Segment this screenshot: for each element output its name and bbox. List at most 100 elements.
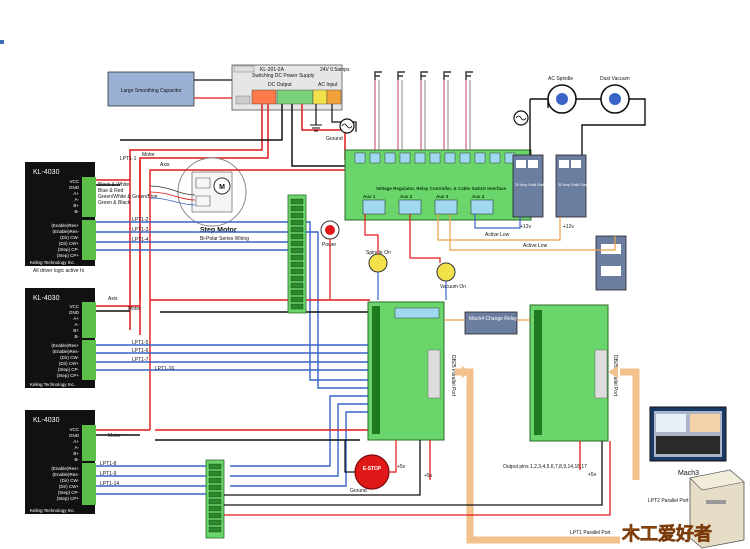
relay-terminal [444,152,456,164]
ac-spindle-label: AC Spindle [548,76,573,82]
driver-footer: Keling Technology Inc. [30,260,75,265]
limit-switch-icon [374,71,382,80]
strip-terminal [208,470,222,477]
plus12-label-2: +12v [563,224,574,230]
driver-pin-label: B- [75,209,80,214]
driver-pin-label: B+ [73,203,79,208]
aux4-label: Aux 4 [472,194,485,199]
strip-terminal [290,254,304,261]
vacuum-light [436,262,456,282]
driver-pin-label: (Dir) CW- [60,355,79,360]
motor-letter: M [219,184,225,191]
driver-pin-label: GND [69,185,80,190]
limit-switch-icon [420,71,428,80]
relay-terminal [369,152,381,164]
driver-1-model: KL-4030 [33,169,60,176]
power-label: Power [322,242,337,248]
output-pins-label: Output pins 1,2,3,4,5,6,7,8,9,14,16,17 [503,464,587,470]
driver-pin-label: B- [75,457,80,462]
ground-label: Ground [326,136,343,142]
axis-label-1: Axis [160,162,170,168]
limit-switch-icon [465,71,473,80]
driver-pin-label: (Enable)Res- [52,472,79,477]
strip-terminal [290,303,304,310]
lpt-pin-label: LPT1-7 [132,357,149,363]
strip-terminal [290,247,304,254]
driver-pin-label: (Step) CP- [58,247,80,252]
lpt2-port-label: LPT2 Parallel Port [648,498,689,504]
plus5-board1: +5v [424,473,433,479]
driver-pin-label: (Dir) CW+ [59,241,79,246]
relay-terminal [399,152,411,164]
driver-pin-label: (Enable)Res- [52,349,79,354]
driver-pin-label: GND [69,433,80,438]
driver-pin-label: B+ [73,451,79,456]
dc-output-label: DC Output [268,82,292,88]
lpt-pin-label: LPT1-6 [132,348,149,354]
strip-terminal [290,268,304,275]
lpt-pin-label: LPT1-9 [100,471,117,477]
driver-pin-label: (Enable)Res+ [51,343,79,348]
lpt-pin-label: LPT1-5 [132,340,149,346]
motor-label-3: Motor [108,433,121,439]
limit-switch-icon [397,71,405,80]
motor-label-1: Motor [142,152,155,158]
ssr-label-2: 30 Amp Solid State Relay [558,183,599,187]
strip-terminal [208,498,222,505]
limit-switch-icon [443,71,451,80]
strip-terminal [290,261,304,268]
lpt1-port-label: LPT1 Parallel Port [570,530,611,536]
strip-terminal [290,275,304,282]
relay-board-label: Voltage Regulator, Relay Controller, & C… [376,186,506,191]
mach3-label: Mach3 [678,470,699,477]
driver-pin-label: A- [75,322,80,327]
strip-terminal [208,484,222,491]
estop-button[interactable] [354,454,390,490]
driver-pin-label: VCC [69,179,79,184]
mach-change-label: Mach4 Change Relay [469,316,518,322]
driver-pin-label: (Step) CP+ [57,253,80,258]
relay-terminal [474,152,486,164]
driver-2: KL-4030 [25,288,96,388]
driver-pin-label: A+ [73,316,79,321]
driver-pin-label: (Enable)Res+ [51,466,79,471]
mach-change-relay [464,311,518,335]
lpt-pin-label: LPT1-4 [132,237,149,243]
driver-pin-label: B+ [73,328,79,333]
relay-terminal [414,152,426,164]
corner-marker [0,40,4,44]
driver-3-model: KL-4030 [33,417,60,424]
plus5-estop: +5v [397,464,406,470]
capacitor-label: Large Smoothing Capacitor [121,88,182,94]
strip-terminal [208,463,222,470]
aux1-label: Aux 1 [363,194,376,199]
driver-pin-label: A- [75,197,80,202]
driver-pin-label: (Enable)Res- [52,229,79,234]
ground-bus-label: Ground [350,488,367,494]
driver-pin-label: VCC [69,304,79,309]
step-motor-label: Step Motor [200,227,237,234]
strip-terminal [208,519,222,526]
driver-footer: Keling Technology Inc. [30,508,75,513]
vacuum-light-label: Vacuum On [440,284,466,290]
lpt-pin-label: LPT1-2 [132,217,149,223]
wire-label-3: Green/White & Green/Blue [98,194,158,200]
active-low-2: Active Low [523,243,548,249]
motor-label-2: Motor [128,306,141,312]
driver-pin-label: A- [75,445,80,450]
driver-pin-label: (Dir) CW- [60,235,79,240]
active-low-1: Active Low [485,232,510,238]
driver-pin-label: (Dir) CW- [60,478,79,483]
dust-vacuum-label: Dust Vacuum [600,76,630,82]
relay-terminal [429,152,441,164]
driver-pin-label: (Step) CP- [58,367,80,372]
plus5-board2: +5v [588,472,597,478]
motor-wiring-label: Bi-Polar Series Wiring [200,236,249,242]
ssr-label-1: 30 Amp Solid State Relay [515,183,556,187]
lpt-pin-label: LPT1-16 [155,366,174,372]
strip-terminal [290,212,304,219]
bob-parallel-label-1: DB25 Parallel Port [450,355,456,397]
driver-pin-label: (Enable)Res+ [51,223,79,228]
lpt-pin-label: LPT1-1 [120,156,137,162]
